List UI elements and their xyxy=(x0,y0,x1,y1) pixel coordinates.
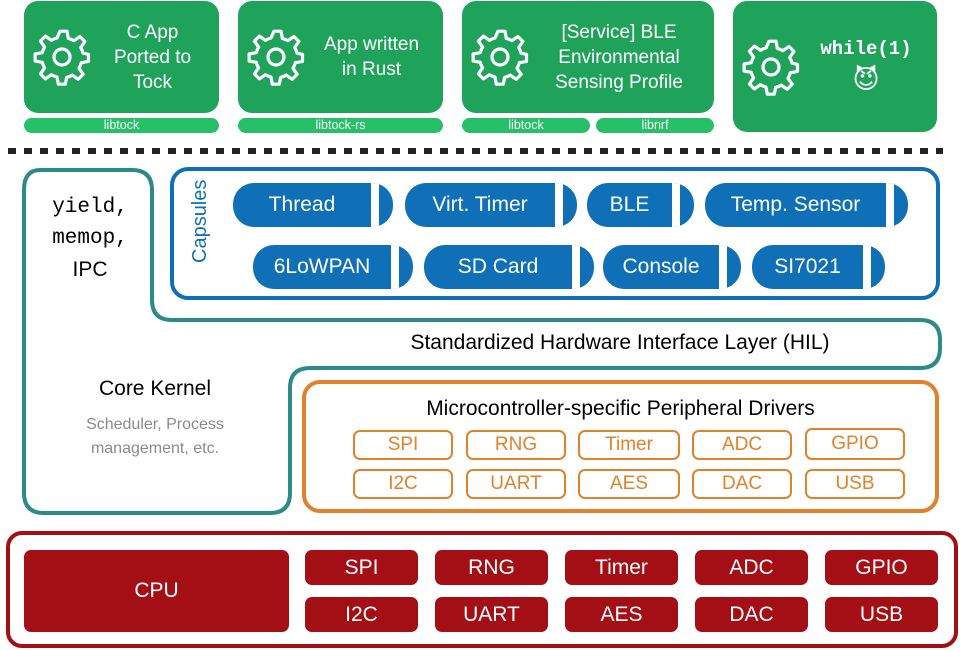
app-code: while(1) xyxy=(820,38,912,60)
hw-spi: SPI xyxy=(305,550,418,585)
driver-adc: ADC xyxy=(692,430,792,460)
syscall-yield: yield, xyxy=(52,196,128,219)
core-sub-line: management, etc. xyxy=(90,440,220,457)
app-line: App written xyxy=(323,34,420,55)
app-line: Sensing Profile xyxy=(555,71,683,93)
hw-aes: AES xyxy=(565,597,678,632)
driver-uart: UART xyxy=(466,469,566,499)
syscall-ipc: IPC xyxy=(72,258,108,281)
app-line: [Service] BLE xyxy=(561,21,677,43)
app-line: C App xyxy=(126,21,179,43)
capsule-temp-sensor: Temp. Sensor xyxy=(705,183,908,227)
capsule-si7021: SI7021 xyxy=(752,245,885,289)
lib-libtock: libtock xyxy=(24,118,219,133)
core-kernel-subtitle: Scheduler, Process management, etc. xyxy=(60,413,250,461)
capsules-title: Capsules xyxy=(189,179,211,263)
capsule-sd-card: SD Card xyxy=(424,245,594,289)
hw-cpu: CPU xyxy=(24,550,289,632)
hw-adc: ADC xyxy=(695,550,808,585)
app-ble-service: [Service] BLE Environmental Sensing Prof… xyxy=(462,1,714,113)
lib-libnrf: libnrf xyxy=(596,118,714,133)
hil-label: Standardized Hardware Interface Layer (H… xyxy=(410,331,830,354)
lib-libtock: libtock xyxy=(462,118,590,133)
devil-emoji-icon: 😈 xyxy=(852,64,880,94)
syscall-memop: memop, xyxy=(52,227,128,250)
driver-gpio: GPIO xyxy=(805,428,905,460)
hw-dac: DAC xyxy=(695,597,808,632)
kernel-boundary-divider xyxy=(8,148,943,154)
capsule-thread: Thread xyxy=(233,183,393,227)
driver-aes: AES xyxy=(578,469,680,499)
hw-i2c: I2C xyxy=(305,597,418,632)
syscalls-label: yield, memop, IPC xyxy=(30,192,150,285)
capsule-virt-timer: Virt. Timer xyxy=(405,183,577,227)
hw-timer: Timer xyxy=(565,550,678,585)
app-rust: App written in Rust xyxy=(238,1,443,113)
driver-dac: DAC xyxy=(692,469,792,499)
app-line: in Rust xyxy=(341,59,402,80)
app-line: Tock xyxy=(132,71,173,93)
core-sub-line: Scheduler, Process xyxy=(86,416,224,433)
driver-spi: SPI xyxy=(353,430,453,460)
app-line: Ported to xyxy=(113,46,192,68)
driver-i2c: I2C xyxy=(353,469,453,499)
capsule-6lowpan: 6LoWPAN xyxy=(253,245,413,289)
hw-usb: USB xyxy=(825,597,938,632)
core-kernel-title: Core Kernel xyxy=(98,377,212,400)
driver-usb: USB xyxy=(805,469,905,499)
drivers-title: Microcontroller-specific Peripheral Driv… xyxy=(426,397,815,420)
hw-rng: RNG xyxy=(435,550,548,585)
driver-timer: Timer xyxy=(578,430,680,460)
capsule-console: Console xyxy=(603,245,741,289)
hw-gpio: GPIO xyxy=(825,550,938,585)
app-while-loop: while(1) 😈 xyxy=(733,1,937,132)
driver-rng: RNG xyxy=(466,430,566,460)
app-c-ported: C App Ported to Tock xyxy=(24,1,219,113)
app-line: Environmental xyxy=(558,46,680,68)
hw-uart: UART xyxy=(435,597,548,632)
capsule-ble: BLE xyxy=(587,183,694,227)
lib-libtock-rs: libtock-rs xyxy=(238,118,443,133)
